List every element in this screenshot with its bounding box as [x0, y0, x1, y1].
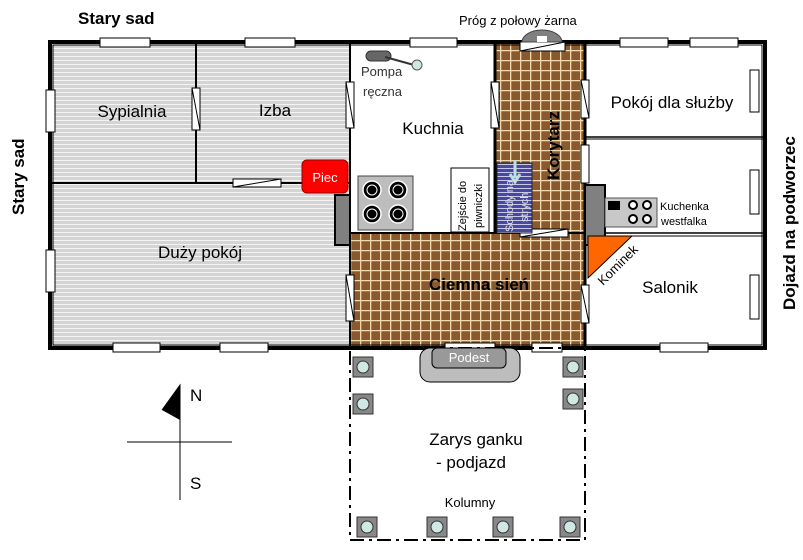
porch-title-1: Zarys ganku	[429, 430, 523, 449]
porch-columns	[352, 356, 584, 538]
column	[352, 356, 374, 378]
piec-label: Piec	[312, 170, 338, 185]
cellar-label-1: Zejście do	[457, 181, 469, 231]
room-pokoj-sluzby: Pokój dla służby	[611, 93, 734, 112]
compass-north: N	[190, 386, 202, 405]
fireplace	[587, 235, 634, 280]
compass-south: S	[190, 474, 201, 493]
label-prog: Próg z połowy żarna	[459, 13, 578, 28]
column	[562, 356, 584, 378]
westfalka-label-2: westfalka	[660, 216, 708, 228]
column	[356, 516, 378, 538]
piec-stove	[301, 159, 349, 194]
floor-right-wing	[585, 42, 765, 348]
column	[426, 516, 448, 538]
westfalka-stove-icon	[604, 197, 658, 228]
stairs-label-2: strych	[519, 193, 531, 222]
pompa-label-2: ręczna	[363, 84, 403, 99]
kitchen-stove-icon	[357, 175, 414, 231]
label-dojazd: Dojazd na podworzec	[780, 136, 799, 310]
chimney-left	[334, 194, 351, 246]
room-izba: Izba	[259, 101, 292, 120]
room-duzy-pokoj: Duży pokój	[158, 243, 242, 262]
column	[492, 516, 514, 538]
cellar-entrance[interactable]	[450, 167, 490, 233]
column	[559, 516, 581, 538]
room-ciemna-sien: Ciemna sień	[429, 275, 529, 294]
label-stary-sad-left: Stary sad	[9, 138, 28, 215]
stairs-arrow-icon	[508, 160, 522, 185]
porch-title-2: - podjazd	[436, 453, 506, 472]
room-sypialnia: Sypialnia	[98, 102, 168, 121]
westfalka-label-1: Kuchenka	[660, 201, 710, 213]
stairs-label-1: Schody na	[504, 179, 516, 232]
column	[352, 393, 374, 415]
column	[562, 388, 584, 410]
compass-icon	[127, 383, 232, 500]
room-salonik: Salonik	[642, 278, 698, 297]
pompa-label-1: Pompa	[361, 64, 403, 79]
room-korytarz: Korytarz	[544, 111, 563, 180]
cellar-label-2: piwniczki	[473, 184, 485, 228]
label-stary-sad-top: Stary sad	[78, 9, 155, 28]
room-kuchnia: Kuchnia	[402, 119, 464, 138]
podest-label: Podest	[449, 350, 490, 365]
hand-pump-icon	[365, 50, 423, 71]
columns-label: Kolumny	[445, 495, 496, 510]
floor-ciemna-sien	[350, 233, 585, 348]
